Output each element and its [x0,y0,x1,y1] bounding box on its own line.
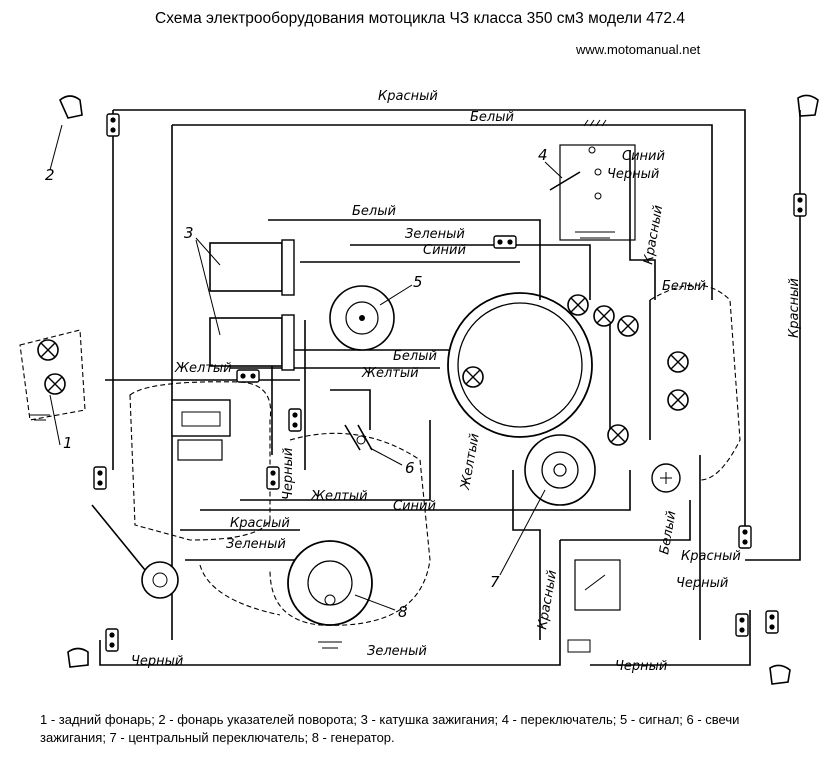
label-yellow-lower: Желтый [310,489,368,504]
label-red-lower-right: Красный [681,549,741,564]
turn-signals [59,94,819,685]
label-black-bottom-left: Черный [131,654,183,669]
component-outlines [19,284,741,626]
ignition-coils [209,239,295,371]
label-yellow-left: Желтый [174,361,232,376]
callouts: 1 2 3 4 5 6 7 8 [45,124,563,621]
label-white-center: Белый [393,349,437,364]
wire-labels: Красный Белый Белый Зеленый Синий Синий … [131,89,802,674]
label-black-bottom-right: Черный [615,659,667,674]
label-black-lower-right: Черный [676,576,728,591]
label-red-top: Красный [378,89,438,104]
callout-1: 1 [63,434,73,452]
label-yellow-center: Желтый [361,366,419,381]
label-blue-lower: Синий [393,499,436,514]
callout-3: 3 [184,224,194,242]
generator [287,540,373,649]
spark-plugs [344,424,373,451]
label-red-vertical-lower: Красный [535,569,560,631]
label-black-vertical: Черный [281,448,296,500]
label-white-lower-right: Белый [657,510,679,556]
lever [91,504,179,599]
callout-7: 7 [490,573,500,591]
callout-6: 6 [405,459,415,477]
wiring-schematic: Красный Белый Белый Зеленый Синий Синий … [19,89,819,685]
label-blue-switch: Синий [622,149,665,164]
source-url: www.motomanual.net [576,42,701,57]
callout-4: 4 [538,146,548,164]
label-yellow-vertical: Желтый [458,432,483,491]
handlebar-switch [549,119,636,241]
label-red-right: Красный [787,278,802,338]
horn [329,285,395,351]
legend-caption: 1 - задний фонарь; 2 - фонарь указателей… [40,712,740,745]
headlamp [447,292,593,438]
label-green-left: Зеленый [226,537,286,552]
label-green-bottom: Зеленый [367,644,427,659]
label-red-left: Красный [230,516,290,531]
label-blue-mid: Синий [423,243,466,258]
label-red-switch: Красный [641,204,666,266]
label-green-mid: Зеленый [405,227,465,242]
relay [567,559,621,653]
label-white-top: Белый [470,110,514,125]
label-white-right: Белый [662,279,706,294]
label-black-switch: Черный [607,167,659,182]
callout-2: 2 [45,166,55,184]
page-title: Схема электрооборудования мотоцикла ЧЗ к… [155,10,685,27]
callout-5: 5 [413,273,423,291]
label-white-mid: Белый [352,204,396,219]
rear-light [30,339,66,421]
central-switch [524,434,596,506]
callout-8: 8 [398,603,408,621]
battery [171,399,681,493]
